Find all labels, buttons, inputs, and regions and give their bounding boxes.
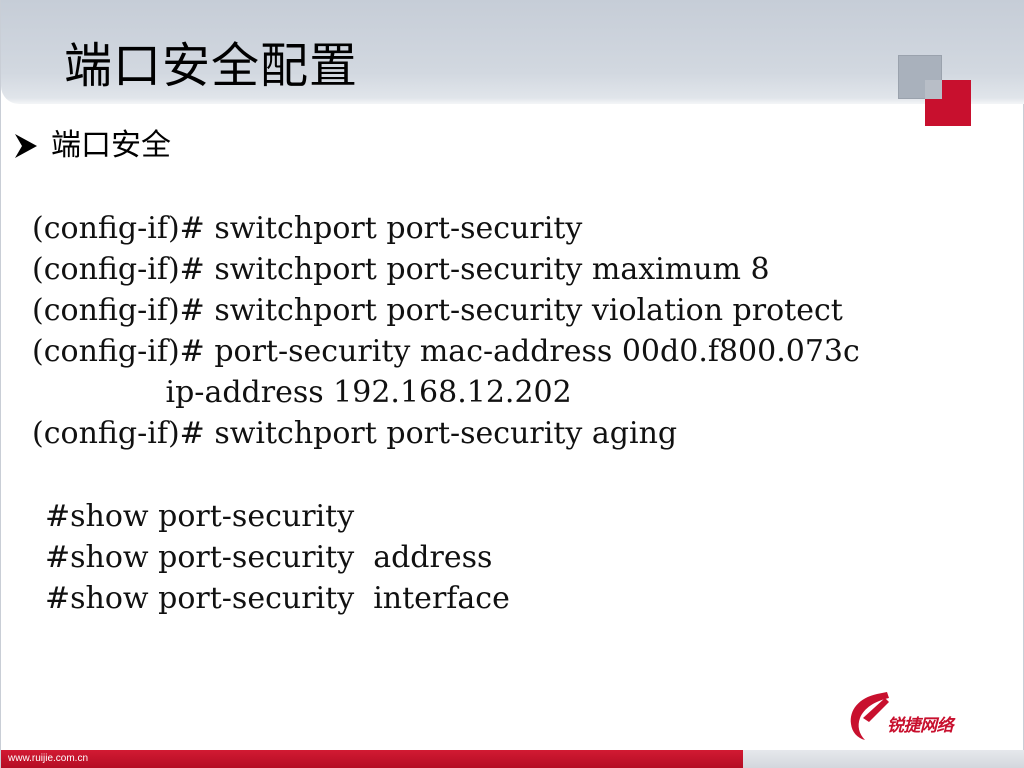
config-line: (config-if)# switchport port-security [32,211,583,246]
show-line: #show port-security interface [45,581,510,616]
decorative-overlap [925,80,942,99]
bullet-heading: 端口安全 [13,126,171,166]
config-command-list: (config-if)# switchport port-security (c… [32,208,860,454]
arrow-bullet-icon [15,134,37,158]
slide-title: 端口安全配置 [64,38,359,94]
config-line: (config-if)# switchport port-security ag… [32,416,678,451]
footer-bar-gray [743,750,1024,768]
ruijie-logo-icon [850,692,889,740]
logo-text: 锐捷网络 [887,716,954,736]
bullet-text: 端口安全 [51,128,171,163]
show-line: #show port-security address [45,540,493,575]
header-band [1,0,1024,104]
show-line: #show port-security [45,499,355,534]
config-line-continuation: ip-address 192.168.12.202 [32,375,572,410]
config-line: (config-if)# port-security mac-address 0… [32,334,860,369]
config-line: (config-if)# switchport port-security vi… [32,293,843,328]
footer-bar [1,750,743,768]
config-line: (config-if)# switchport port-security ma… [32,252,770,287]
footer-url: www.ruijie.com.cn [8,753,89,764]
show-command-list: #show port-security #show port-security … [45,496,510,619]
